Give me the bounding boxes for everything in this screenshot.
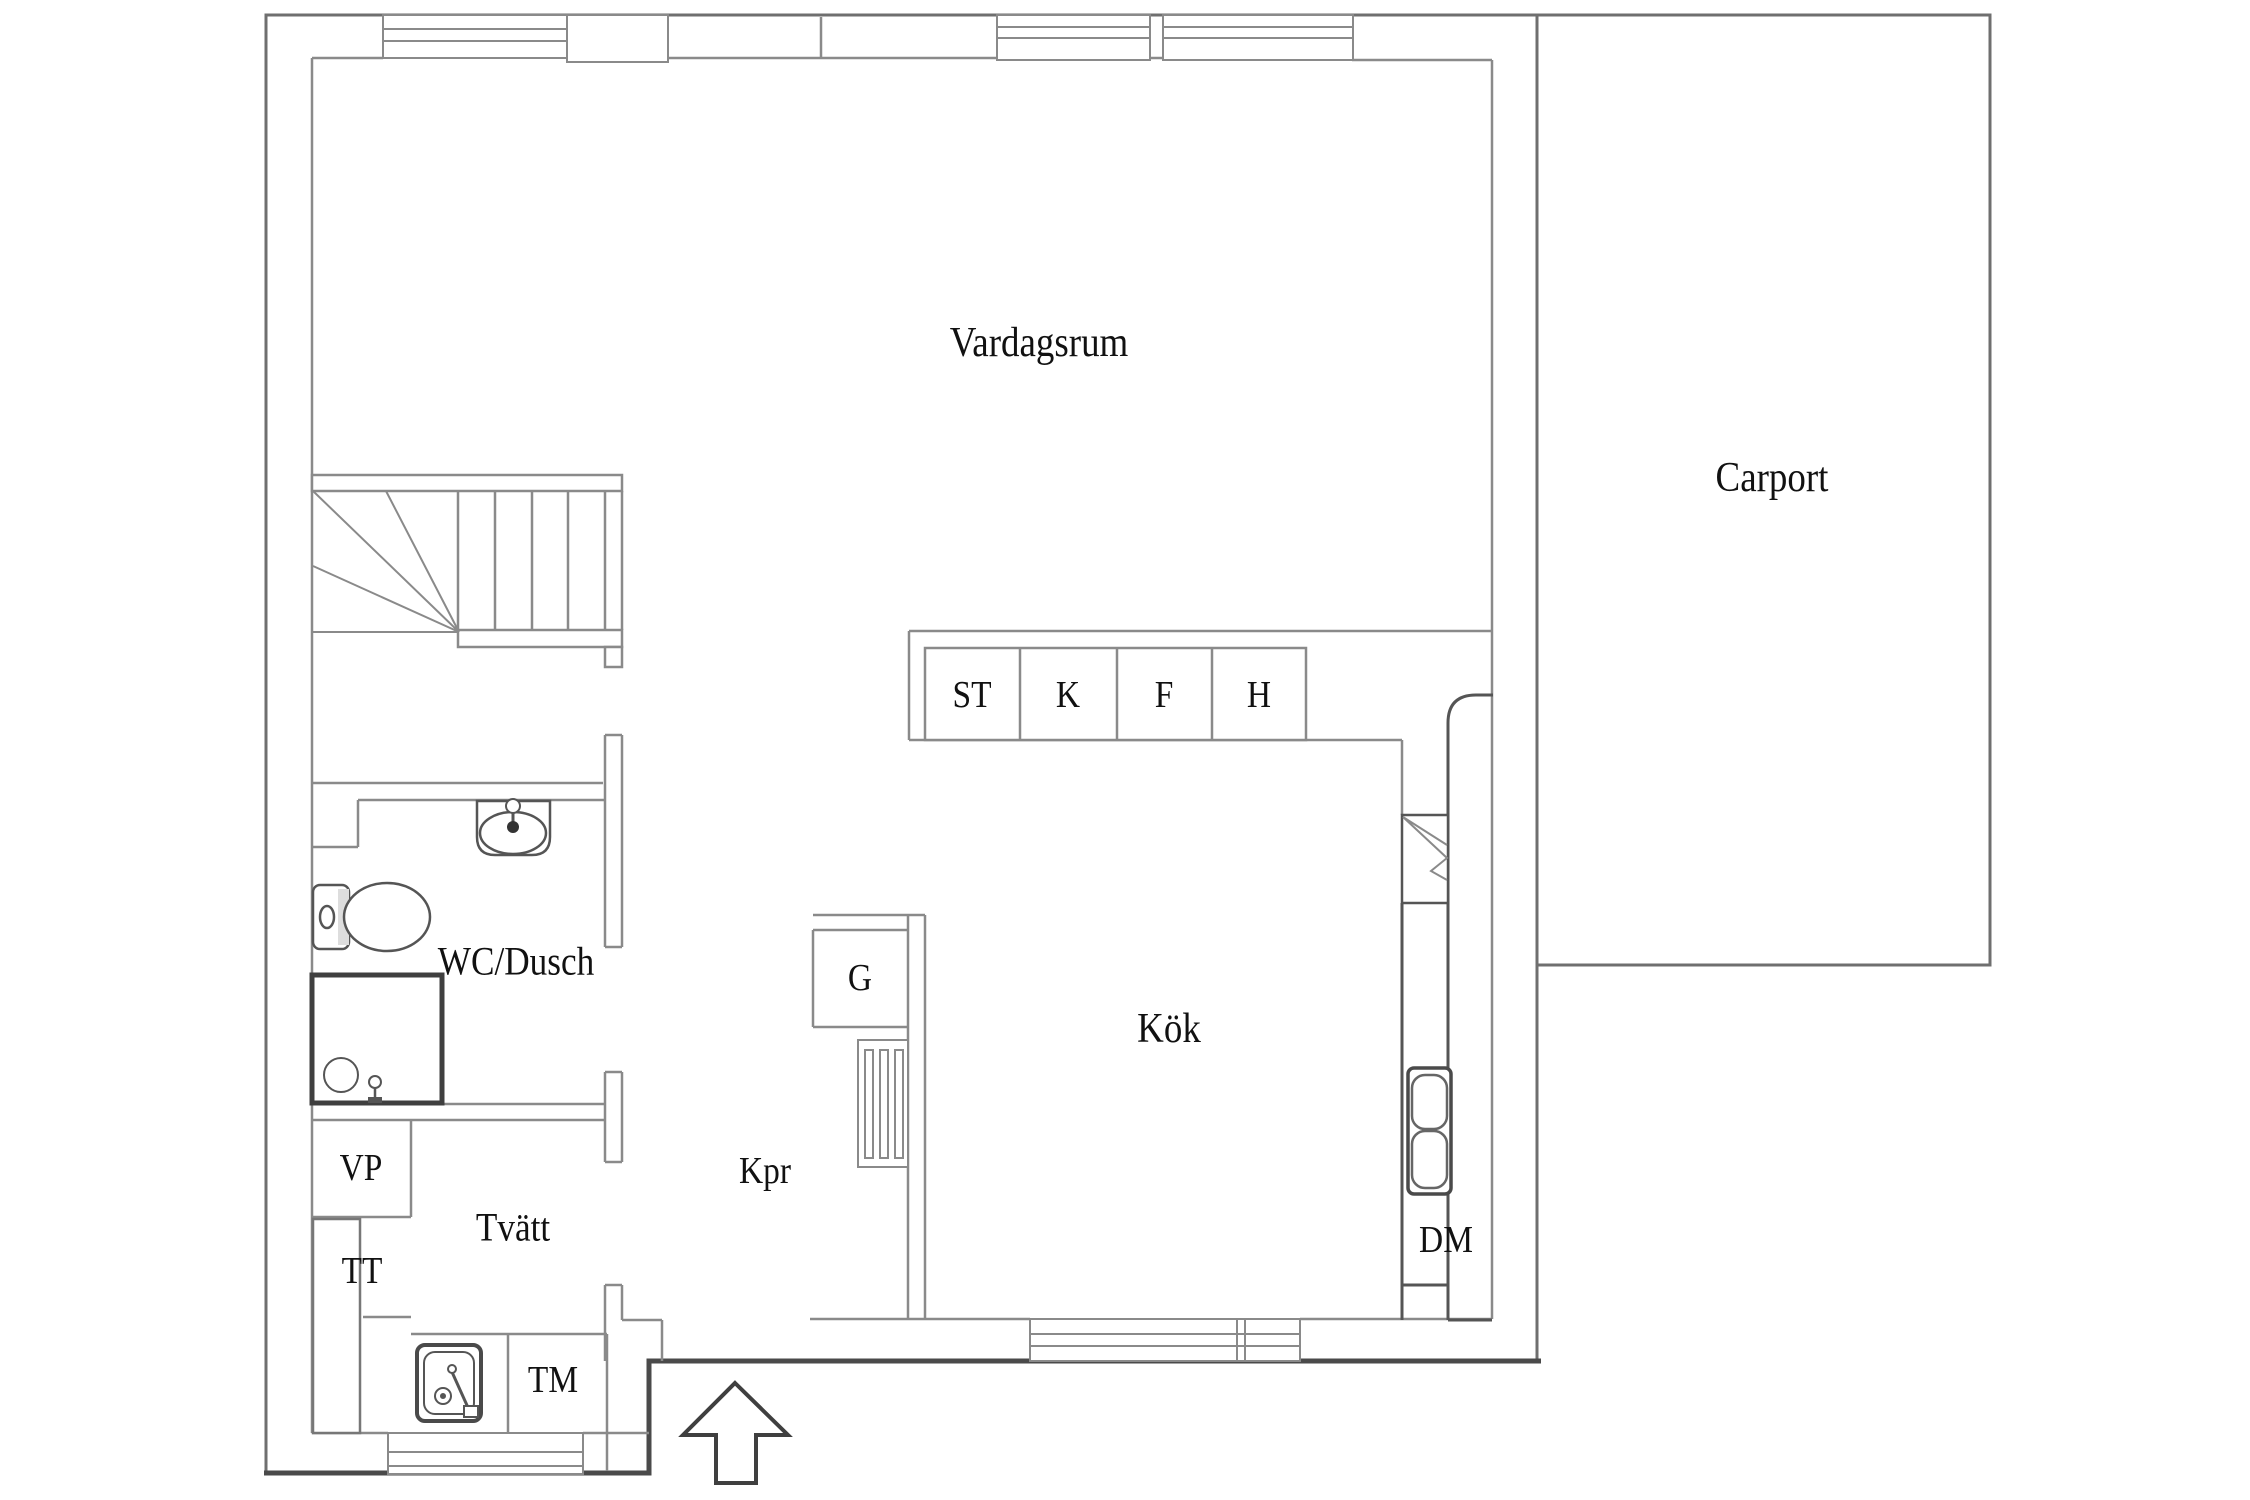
washbasin-tap-head: [505, 798, 521, 814]
toilet-bowl: [342, 881, 432, 953]
window-bottom-kitchen: [1029, 1318, 1301, 1362]
entrance-arrow: [678, 1380, 793, 1485]
room-label-vardagsrum: Vardagsrum: [949, 320, 1129, 366]
room-label-kpr: Kpr: [738, 1150, 792, 1192]
shower-mixer-base: [368, 1097, 382, 1103]
laundry-sink-drain-dot: [440, 1393, 446, 1399]
stair-bottom-rail: [456, 628, 624, 649]
laundry-fixtures: [311, 1217, 483, 1435]
stair-treads: [456, 491, 624, 630]
oven-box-pattern: [1402, 816, 1449, 881]
chimney-box: [566, 14, 669, 63]
window-top-left: [382, 14, 568, 59]
kitchen-cabinet-dividers: [1018, 648, 1214, 740]
exterior-outline: [264, 13, 1992, 1473]
inner-wall-path: [310, 17, 1494, 1471]
inner-wall-lines: [310, 17, 1494, 1471]
stair-winders: [312, 490, 460, 633]
hall-fixtures: [857, 1039, 909, 1168]
laundry-sink-bowl: [423, 1351, 475, 1415]
exterior-walls: [264, 13, 1992, 1476]
toilet-button: [318, 904, 336, 930]
shower-mixer-head: [368, 1075, 382, 1089]
radiator-rib-1: [864, 1049, 874, 1159]
tt-cabinet: [311, 1217, 362, 1435]
fixture-label-tt: TT: [341, 1250, 383, 1292]
stair-landing-rail: [310, 473, 624, 493]
laundry-interior: [312, 1120, 609, 1433]
entrance-arrow-icon: [678, 1380, 793, 1485]
windows: [382, 14, 1354, 1475]
hall-wc-divider: [603, 733, 664, 1361]
kitchen-sink-bowl-top: [1410, 1073, 1449, 1131]
radiator-rib-3: [894, 1049, 904, 1159]
radiator-rib-2: [879, 1049, 889, 1159]
window-bottom-laundry: [387, 1432, 584, 1475]
fixture-label-vp: VP: [339, 1147, 383, 1189]
cabinet-label-f: F: [1154, 674, 1174, 716]
room-label-tvatt: Tvätt: [475, 1204, 551, 1250]
cabinet-label-st: ST: [952, 674, 992, 716]
washbasin-drain: [507, 821, 519, 833]
kitchen: [907, 629, 1493, 1322]
kitchen-sink-icon: [1406, 1066, 1453, 1196]
cabinet-label-k: K: [1055, 674, 1081, 716]
shower-drain: [323, 1057, 359, 1093]
room-label-kok: Kök: [1137, 1006, 1201, 1052]
staircase: [310, 473, 624, 669]
cabinet-label-g: G: [847, 957, 873, 999]
laundry-sink-icon: [415, 1343, 483, 1423]
fixture-label-dm: DM: [1419, 1219, 1473, 1261]
kitchen-counter: [1400, 693, 1493, 1322]
window-glass-lines: [383, 26, 1353, 1467]
kitchen-cabinet-row: [923, 646, 1308, 742]
shower-icon: [309, 972, 445, 1106]
stair-rail-end: [603, 645, 624, 669]
laundry-sink-tap-head: [447, 1364, 457, 1374]
wc-fixtures: [309, 798, 552, 1106]
washbasin-icon: [475, 798, 552, 857]
cabinet-label-h: H: [1246, 674, 1272, 716]
oven-box: [1400, 813, 1450, 905]
room-label-carport: Carport: [1715, 455, 1829, 501]
room-label-wc-dusch: WC/Dusch: [437, 938, 595, 984]
kitchen-sink-bowl-bottom: [1410, 1129, 1449, 1190]
laundry-sink-drain: [434, 1387, 452, 1405]
laundry-sink-tap-base: [463, 1405, 479, 1418]
toilet-icon: [311, 881, 432, 953]
fixture-label-tm: TM: [527, 1359, 579, 1401]
